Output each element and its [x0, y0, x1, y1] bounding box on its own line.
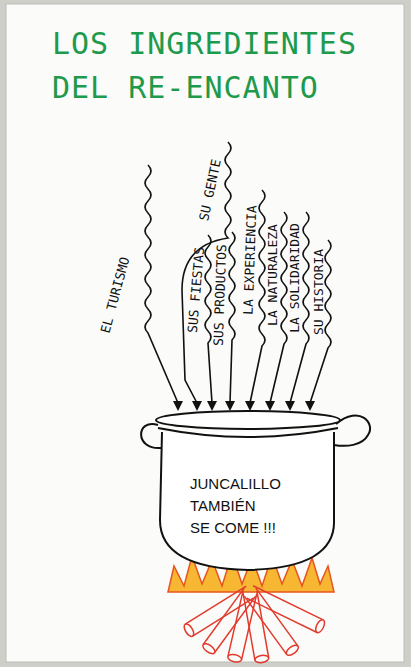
arrow-head: [245, 401, 255, 411]
arrow-head: [207, 401, 217, 411]
wavy-arrow: [229, 232, 235, 403]
arrow-head: [173, 401, 183, 411]
ingredient-label: SU HISTORIA: [312, 249, 325, 335]
arrow-heads: [173, 401, 315, 411]
arrow-head: [285, 401, 295, 411]
wavy-arrow: [182, 142, 231, 403]
arrow-head: [192, 401, 202, 411]
ingredient-label: SUS PRODUCTOS: [212, 244, 229, 346]
poster-title: LOS INGREDIENTES DEL RE-ENCANTO: [52, 22, 382, 109]
fire-logs: [182, 586, 326, 664]
wavy-arrow: [145, 165, 178, 403]
arrow-head: [265, 401, 275, 411]
arrow-head: [225, 401, 235, 411]
arrow-head: [305, 401, 315, 411]
wavy-arrow: [310, 240, 331, 403]
pot-rim: [156, 411, 340, 429]
log: [247, 586, 326, 634]
pot-handle: [141, 424, 161, 448]
cooking-pot: JUNCALILLO TAMBIÉN SE COME !!!: [130, 395, 380, 575]
ingredient-label: LA SOLIDARIDAD: [288, 223, 301, 333]
log: [244, 588, 300, 657]
paper-sheet: [6, 4, 404, 662]
pot-body: [160, 432, 334, 570]
ingredient-label: LA NATURALEZA: [266, 224, 279, 326]
pot-text: JUNCALILLO TAMBIÉN SE COME !!!: [190, 473, 278, 538]
ingredient-label: EL TURISMO: [99, 256, 132, 335]
ingredient-arrows: [145, 142, 331, 403]
ingredient-label: SUS FIESTAS: [186, 247, 206, 334]
ingredient-label: LA EXPERIENCIA: [242, 205, 259, 315]
ingredient-label: SU GENTE: [197, 158, 223, 222]
wavy-arrow: [205, 235, 212, 403]
